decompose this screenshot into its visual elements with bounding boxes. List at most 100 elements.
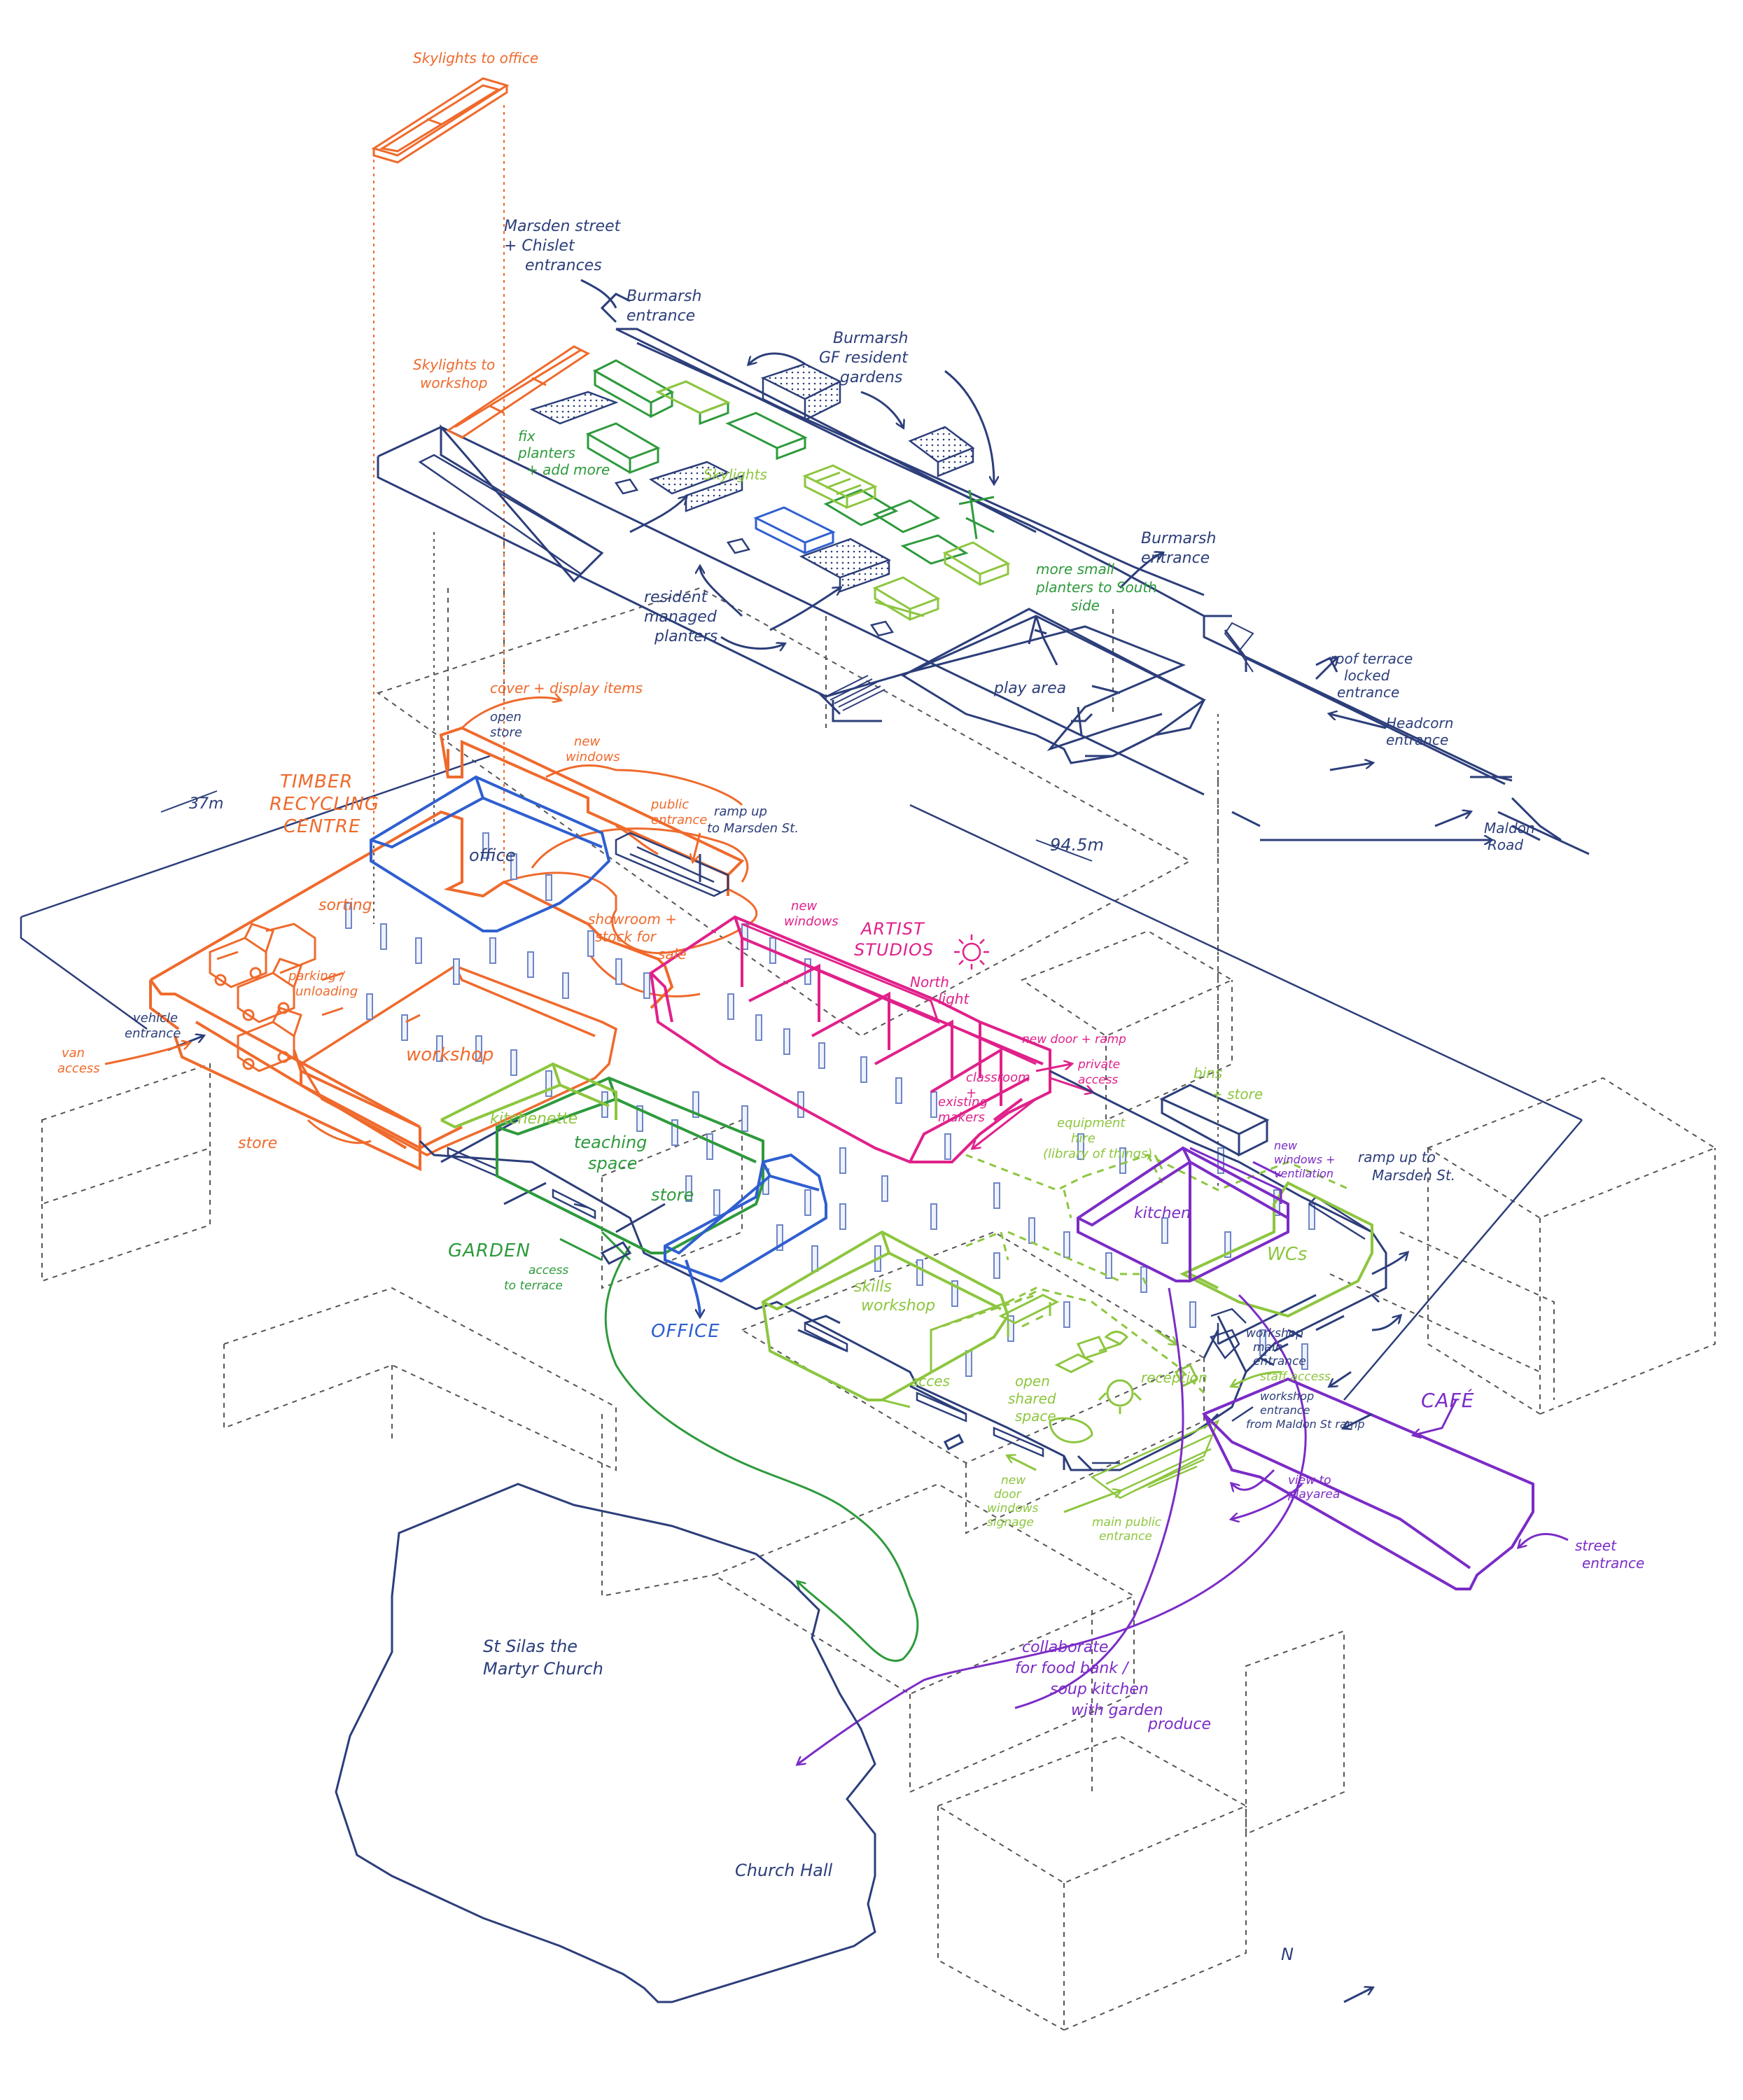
wcs-lime [1180, 1181, 1373, 1318]
label-public-entrance: public entrance [650, 797, 707, 827]
purple-arrows [798, 1287, 1569, 1764]
label-new-windows-vent: new windows + ventilation [1274, 1139, 1339, 1180]
roof-skylights-lime [655, 380, 1011, 622]
label-skylights-office: Skylights to office [413, 50, 538, 66]
label-reception: reception [1141, 1369, 1208, 1386]
showroom-loop [503, 827, 758, 997]
sun-icon [954, 934, 989, 969]
labels-roof: Skylights to office Marsden street + Chi… [413, 50, 1539, 853]
label-acces: acces [910, 1373, 950, 1390]
label-fix-planters: fix planters + add more [517, 428, 610, 478]
label-store-green: store [651, 1185, 694, 1205]
open-shared-space [881, 1154, 1352, 1408]
label-street-entrance: street entrance [1575, 1537, 1644, 1572]
skills-workshop [761, 1230, 1010, 1401]
label-workshop-entrance-maldon: workshop entrance from Maldon St ramp [1246, 1390, 1365, 1431]
kitchen-purple [1077, 1146, 1289, 1282]
roof-outline [377, 456, 1186, 752]
label-collaborate: collaborate for food bank / soup kitchen… [1015, 1639, 1211, 1733]
label-headcorn: Headcorn entrance [1386, 715, 1458, 748]
label-access-terrace: access to terrace [504, 1264, 573, 1293]
label-showroom: showroom + stock for sale [588, 911, 687, 962]
label-open-store: open store [490, 710, 526, 740]
label-bins-store: bins + store [1194, 1065, 1263, 1102]
label-burmarsh-gardens: Burmarsh GF resident gardens [819, 330, 913, 386]
label-church-hall: Church Hall [735, 1861, 833, 1880]
main-entrance-hatch [1090, 1419, 1220, 1499]
roof-stairs [825, 622, 1254, 711]
label-kitchen: kitchen [1134, 1205, 1191, 1222]
label-more-planters: more small planters to South side [1035, 561, 1161, 614]
label-north: N [1281, 1945, 1294, 1964]
vans [209, 923, 316, 1072]
skylight-office [371, 77, 510, 164]
projection-lines-orange [373, 105, 505, 875]
label-view-playarea: view to playarea [1287, 1474, 1340, 1502]
kitchenette-lime [440, 1062, 617, 1129]
garden-strokes [559, 1231, 919, 1662]
artist-studios [649, 915, 1051, 1163]
label-equipment-hire: equipment hire (library of things) [1043, 1116, 1152, 1161]
label-open-shared: open shared space [1008, 1373, 1060, 1424]
label-private-access: private access [1077, 1058, 1124, 1087]
label-kitchenette: kitchenette [490, 1110, 578, 1128]
roof-level [377, 328, 1590, 855]
label-dim-width: 37m [189, 795, 223, 813]
label-new-windows-top: new windows [566, 734, 620, 764]
bins-store-block [1159, 1084, 1270, 1157]
navy-arrows [580, 279, 1562, 2003]
label-burmarsh-entrance-right: Burmarsh entrance [1141, 530, 1221, 567]
windows-vent-purple [1189, 1147, 1282, 1204]
label-ramp-marsden-right: ramp up to Marsden St. [1358, 1149, 1455, 1184]
office-upper-outline [370, 775, 611, 932]
label-burmarsh-entrance-top: Burmarsh entrance [626, 288, 706, 325]
label-skills-workshop: skills workshop [854, 1278, 935, 1315]
furniture [998, 1290, 1199, 1443]
roof-skylights-workshop [446, 345, 590, 439]
label-wcs: WCs [1267, 1244, 1307, 1265]
label-office-upper: office [469, 846, 516, 865]
label-sorting: sorting [318, 897, 372, 914]
play-area [900, 608, 1206, 764]
windows-navy [447, 1147, 1254, 1464]
label-north-light: North light [910, 974, 969, 1007]
label-store-orange: store [238, 1135, 277, 1152]
orange-annotation-loops [461, 697, 743, 855]
label-skylights-workshop: Skylights to workshop [413, 356, 500, 391]
label-maldon-road: Maldon Road [1484, 820, 1539, 853]
church-outline [335, 1483, 876, 2003]
site-outline [20, 755, 1583, 1401]
lime-arrows [1008, 1154, 1282, 1513]
label-office-lower: OFFICE [651, 1321, 720, 1342]
label-staff-access: staff access [1260, 1370, 1331, 1384]
label-workshop-main: workshop main entrance [1246, 1326, 1307, 1368]
label-dim-length: 94.5m [1050, 835, 1104, 855]
projection-lines [373, 105, 1219, 1190]
label-resident-planters: resident managed planters [644, 589, 722, 645]
label-ramp-marsden-top: ramp up to Marsden St. [707, 804, 799, 836]
access-terrace-icon [600, 1241, 965, 1451]
label-new-door-ramp: new door + ramp [1022, 1032, 1126, 1046]
label-van-access: van access [57, 1046, 100, 1076]
label-church: St Silas the Martyr Church [483, 1637, 603, 1679]
label-garden: GARDEN [448, 1240, 531, 1261]
roof-ramp-left [418, 454, 604, 575]
label-new-windows-artist: new windows [784, 899, 839, 929]
roof-blocks [529, 363, 975, 637]
label-parking: parking / unloading [288, 969, 358, 999]
ramp-top [615, 832, 729, 897]
label-workshop: workshop [406, 1044, 493, 1065]
label-marsden-entrances: Marsden street + Chislet entrances [504, 218, 625, 274]
roof-planter-blue [753, 506, 836, 555]
label-timber-centre: TIMBER RECYCLING CENTRE [270, 771, 386, 837]
label-artist-studios: ARTIST STUDIOS [854, 919, 934, 960]
new-windows-artist [741, 923, 1037, 1065]
labels-ground: 37m 94.5m TIMBER RECYCLING CENTRE cover … [57, 680, 1644, 1964]
label-classroom: classroom + existing makers [938, 1070, 1034, 1125]
label-cover-display: cover + display items [490, 680, 643, 696]
dimension-lines [160, 790, 1093, 862]
label-skylights: Skylights [704, 466, 767, 483]
label-roof-terrace: roof terrace locked entrance [1330, 650, 1418, 701]
label-new-door-signage: new door windows signage [987, 1474, 1042, 1530]
